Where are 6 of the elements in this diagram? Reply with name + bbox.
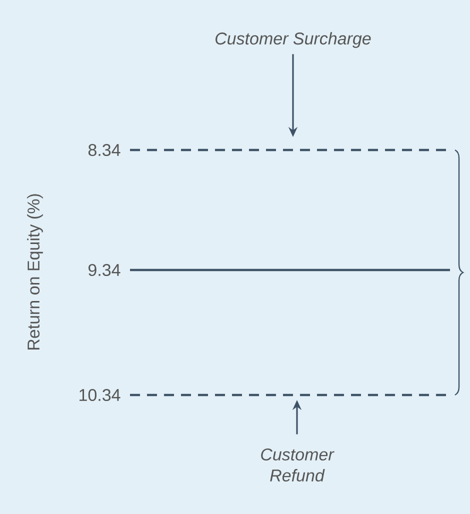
axis-title: Return on Equity (%) (27, 194, 43, 350)
tick-label: 9.34 (88, 264, 120, 276)
caption-text: Customer Surcharge (216, 32, 371, 48)
tick-label: 8.34 (88, 144, 120, 156)
tick-label: 10.34 (80, 388, 120, 402)
caption-text: Customer Refund (261, 448, 334, 482)
